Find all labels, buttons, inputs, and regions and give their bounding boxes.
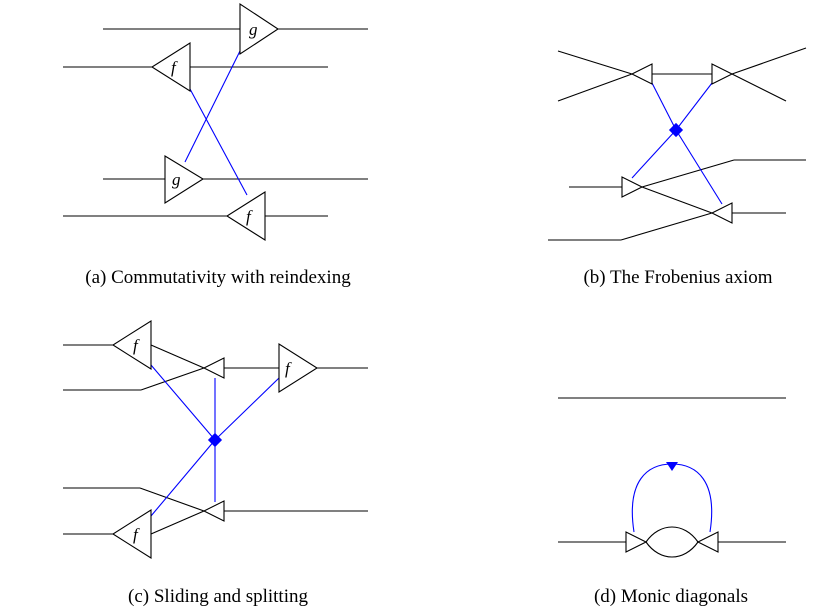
wire [731, 73, 787, 102]
wire [150, 344, 205, 369]
wire [139, 487, 205, 512]
blue-wire-f [189, 88, 248, 196]
blue-wire [150, 364, 216, 441]
panel-b: (b) The Frobenius axiom [548, 47, 807, 288]
counit-marker [666, 462, 678, 471]
split-node [621, 176, 644, 198]
wire [150, 510, 205, 535]
morphism-f-c1: f [111, 320, 152, 370]
merge-node [630, 63, 653, 85]
morphism-f-c3: f [111, 509, 152, 559]
caption-b: (b) The Frobenius axiom [583, 267, 772, 288]
panel-d: (d) Monic diagonals [558, 397, 786, 607]
caption-c: (c) Sliding and splitting [128, 586, 308, 607]
blue-wire-g [184, 50, 241, 163]
caption-d: (d) Monic diagonals [594, 586, 748, 607]
morphism-g-top: g [239, 2, 280, 56]
morphism-label: g [172, 170, 181, 189]
wire [731, 47, 807, 75]
blue-wire [651, 82, 677, 131]
morphism-label: f [246, 207, 253, 226]
morphism-f-bottom: f [225, 191, 266, 241]
wire [645, 526, 699, 543]
blue-wire [214, 377, 280, 441]
blue-wire [631, 129, 677, 179]
wire [641, 186, 713, 214]
frobenius-dot [207, 432, 223, 448]
morphism-label: f [133, 336, 140, 355]
split-node [711, 63, 734, 85]
wire [140, 367, 205, 391]
caption-a: (a) Commutativity with reindexing [85, 267, 351, 288]
wire [641, 159, 735, 188]
morphism-label: f [133, 525, 140, 544]
morphism-f-c2: f [278, 343, 319, 393]
wire [557, 73, 633, 102]
morphism-label: f [171, 58, 178, 77]
frobenius-dot [668, 122, 684, 138]
panel-c: f f f (c) Sliding and splitting [63, 320, 368, 607]
wire [557, 50, 633, 75]
morphism-label: g [249, 20, 258, 39]
panel-a: g f g f (a) Commutativity with reindexin… [63, 2, 368, 288]
wire [645, 541, 699, 558]
merge-node [202, 357, 225, 379]
blue-wire [675, 82, 713, 131]
split-node [625, 531, 648, 553]
morphism-f-top: f [150, 42, 191, 92]
merge-node [202, 500, 225, 522]
blue-wire [675, 129, 723, 205]
wire [620, 212, 713, 241]
merge-node [710, 202, 733, 224]
morphism-g-bottom: g [164, 155, 205, 204]
blue-loop [631, 463, 713, 533]
blue-wire [150, 439, 216, 517]
merge-node [696, 531, 719, 553]
morphism-label: f [285, 359, 292, 378]
